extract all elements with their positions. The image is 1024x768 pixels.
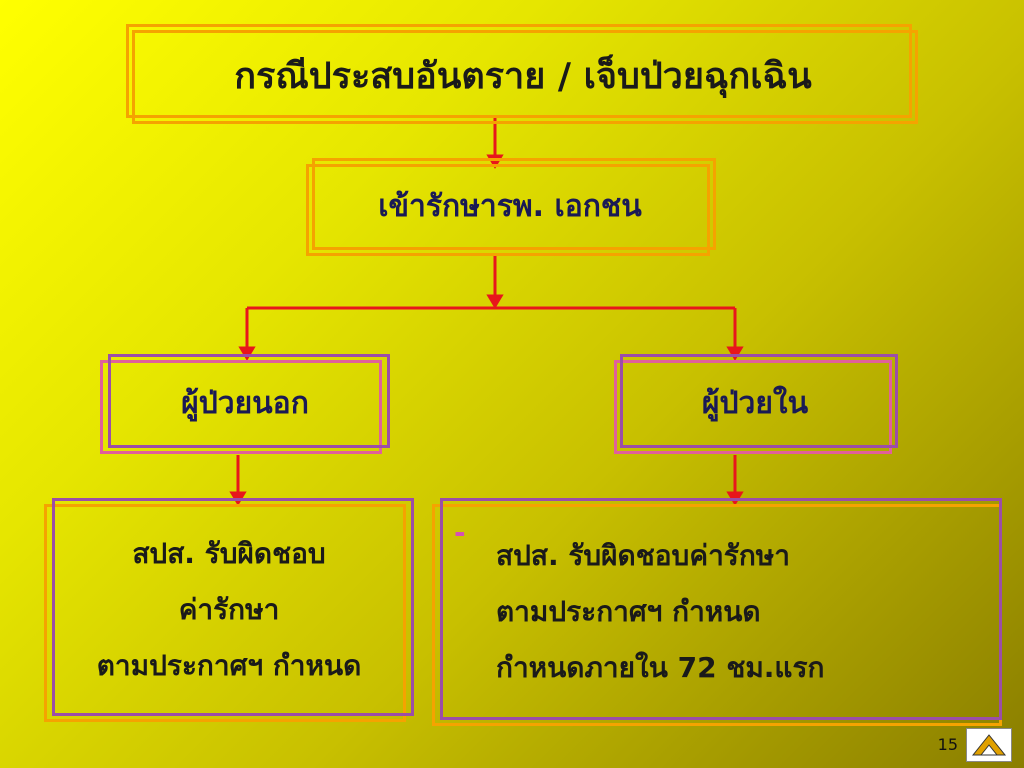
inpatient-detail-line3: กำหนดภายใน 72 ชม.แรก [496, 651, 825, 684]
arrowhead [726, 346, 744, 361]
outpatient-detail-frame-purple [52, 498, 414, 716]
outpatient-detail-line1: สปส. รับผิดชอบ [132, 537, 326, 570]
inpatient-bullet: - [454, 516, 466, 549]
hospital-node: เข้ารักษารพ. เอกชน [308, 160, 712, 252]
inpatient-detail: - สปส. รับผิดชอบค่ารักษา ตามประกาศฯ กำหน… [436, 502, 1002, 722]
outpatient-frame-purple [108, 354, 390, 448]
inpatient-detail-line2: ตามประกาศฯ กำหนด [496, 595, 761, 628]
outpatient-frame-pink [100, 360, 382, 454]
title-box: กรณีประสบอันตราย / เจ็บป่วยฉุกเฉิน [130, 28, 916, 122]
logo-mountain-icon [971, 734, 1007, 756]
inpatient-frame-purple [620, 354, 898, 448]
inpatient-detail-line1: สปส. รับผิดชอบค่ารักษา [496, 539, 790, 572]
outpatient-node-label: ผู้ป่วยนอก [181, 385, 309, 421]
page-title: กรณีประสบอันตราย / เจ็บป่วยฉุกเฉิน [234, 55, 812, 97]
outpatient-node: ผู้ป่วยนอก [104, 356, 386, 450]
arrowhead [238, 346, 256, 361]
inpatient-frame-pink [614, 360, 892, 454]
outpatient-detail-frame-orange [44, 504, 406, 722]
outpatient-detail-text: สปส. รับผิดชอบ ค่ารักษา ตามประกาศฯ กำหนด [97, 526, 362, 694]
outpatient-detail-line2: ค่ารักษา [178, 593, 280, 626]
hospital-frame-inner [312, 158, 716, 250]
inpatient-node-label: ผู้ป่วยใน [701, 385, 809, 421]
logo-icon [966, 728, 1012, 762]
inpatient-node: ผู้ป่วยใน [616, 356, 894, 450]
inpatient-detail-frame-purple [440, 498, 1002, 720]
inpatient-detail-text: สปส. รับผิดชอบค่ารักษา ตามประกาศฯ กำหนด … [496, 528, 824, 696]
outpatient-detail: สปส. รับผิดชอบ ค่ารักษา ตามประกาศฯ กำหนด [48, 502, 410, 718]
outpatient-detail-line3: ตามประกาศฯ กำหนด [96, 649, 362, 682]
hospital-node-label: เข้ารักษารพ. เอกชน [378, 188, 642, 224]
page-number: 15 [937, 735, 958, 754]
title-frame-outer [126, 24, 912, 118]
hospital-frame-outer [306, 164, 710, 256]
title-frame-inner [132, 30, 918, 124]
arrowhead [486, 294, 504, 309]
